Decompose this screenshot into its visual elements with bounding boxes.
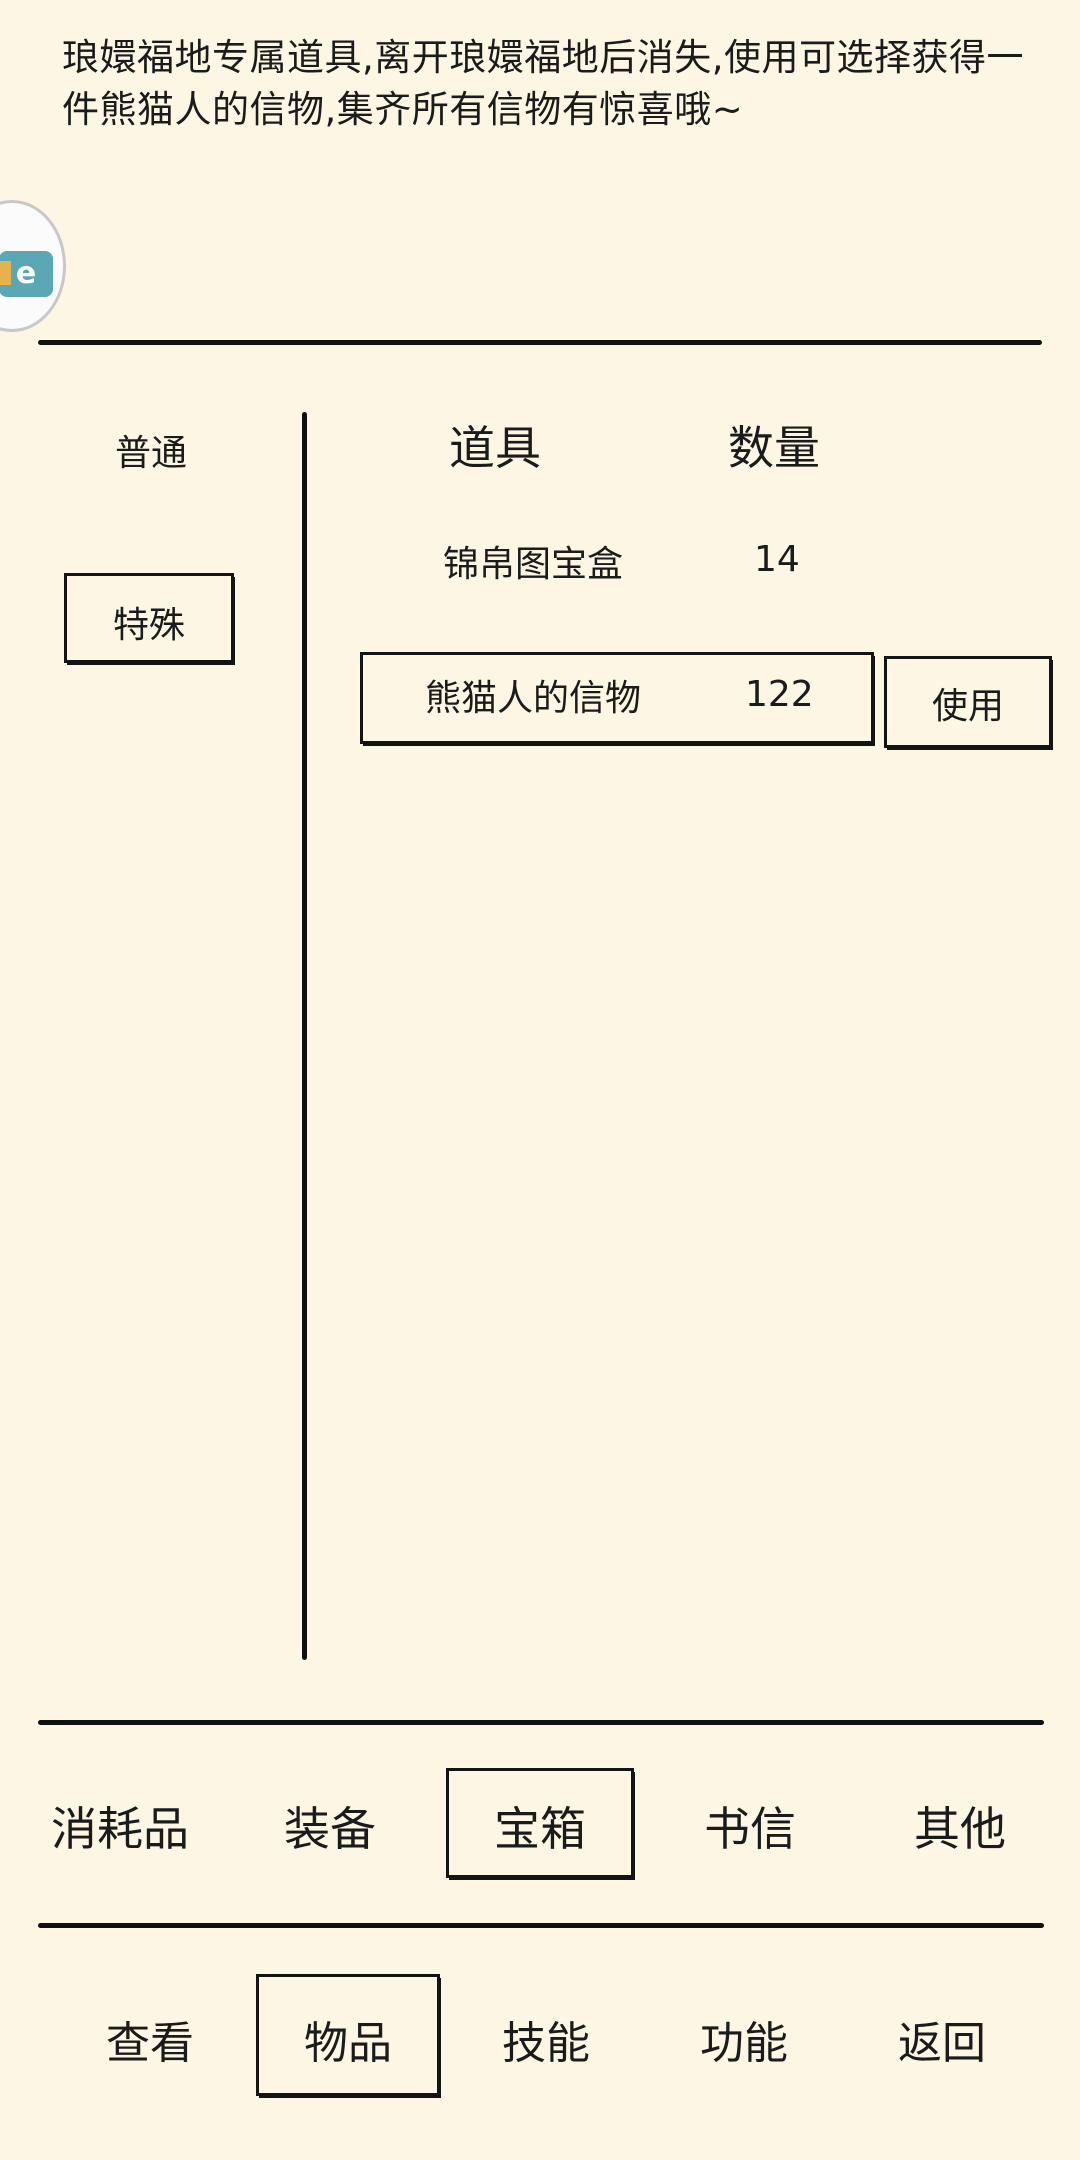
category-special-button[interactable] (64, 573, 234, 663)
tab-consumables[interactable]: 消耗品 (51, 1802, 189, 1856)
item-qty-panda-token: 122 (745, 674, 814, 715)
category-special-label: 特殊 (112, 605, 185, 646)
item-name-jinbo-box[interactable]: 锦帛图宝盒 (443, 544, 624, 585)
use-button-label: 使用 (931, 686, 1004, 727)
tab-chest: 宝箱 (494, 1802, 586, 1856)
tab-letters[interactable]: 书信 (704, 1802, 796, 1856)
tabs-top-divider (38, 1720, 1044, 1725)
category-normal[interactable]: 普通 (114, 433, 187, 474)
header-item: 道具 (449, 421, 541, 475)
nav-items-selected-box[interactable] (256, 1974, 440, 2096)
header-quantity: 数量 (728, 421, 820, 475)
use-button[interactable] (884, 656, 1052, 748)
nav-functions[interactable]: 功能 (700, 2018, 788, 2069)
item-qty-jinbo-box: 14 (754, 539, 800, 580)
tab-equipment[interactable]: 装备 (284, 1802, 376, 1856)
selected-item-row[interactable] (360, 652, 874, 744)
item-description: 琅嬛福地专属道具,离开琅嬛福地后消失,使用可选择获得一件熊猫人的信物,集齐所有信… (62, 36, 1025, 131)
item-name-panda-token: 熊猫人的信物 (425, 678, 642, 719)
top-divider (38, 340, 1042, 345)
nav-top-divider (38, 1923, 1044, 1928)
floating-app-button[interactable]: e (0, 200, 66, 332)
app-float-icon: e (0, 251, 53, 297)
nav-skills[interactable]: 技能 (502, 2018, 590, 2069)
nav-back[interactable]: 返回 (898, 2018, 986, 2069)
vertical-divider (302, 412, 307, 1660)
tab-chest-selected-box[interactable] (446, 1768, 634, 1878)
tab-other[interactable]: 其他 (914, 1802, 1006, 1856)
nav-items: 物品 (304, 2018, 392, 2069)
nav-view[interactable]: 查看 (106, 2018, 194, 2069)
